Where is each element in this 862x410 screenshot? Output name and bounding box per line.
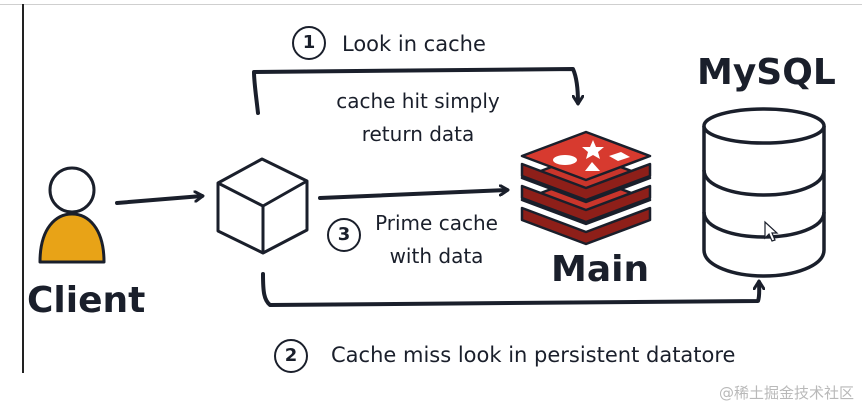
service-cube-icon <box>216 157 309 255</box>
arrow-cache-miss <box>261 272 759 307</box>
step-3-label-line2: with data <box>389 244 484 268</box>
redis-symbols-icon <box>553 140 630 171</box>
database-label: MySQL <box>697 52 836 93</box>
top-border-line <box>0 4 862 5</box>
arrow-prime-cache <box>318 190 507 200</box>
arrow-client-to-service <box>115 196 202 205</box>
step-2-number: 2 <box>274 339 308 373</box>
bottom-margin <box>0 373 862 410</box>
step-1-label: Look in cache <box>342 32 486 56</box>
arrow-look-in-cache <box>252 67 578 115</box>
client-label: Client <box>27 280 146 321</box>
step-3-label: Prime cache with data <box>369 207 504 273</box>
mysql-database-icon <box>702 107 826 278</box>
cache-label: Main <box>551 249 650 290</box>
watermark: @稀土掘金技术社区 <box>718 384 854 402</box>
left-border-line <box>22 4 24 374</box>
client-icon <box>38 166 106 264</box>
mouse-cursor-icon <box>764 220 779 242</box>
step-2-label: Cache miss look in persistent datatore <box>331 343 736 367</box>
redis-stack-icon <box>520 130 652 246</box>
cache-hit-note-line2: return data <box>361 122 475 146</box>
step-1-number: 1 <box>292 26 326 60</box>
step-3-number: 3 <box>327 218 361 252</box>
cache-hit-note: cache hit simply return data <box>328 85 508 151</box>
step-3-label-line1: Prime cache <box>375 211 498 235</box>
cache-hit-note-line1: cache hit simply <box>336 89 500 113</box>
